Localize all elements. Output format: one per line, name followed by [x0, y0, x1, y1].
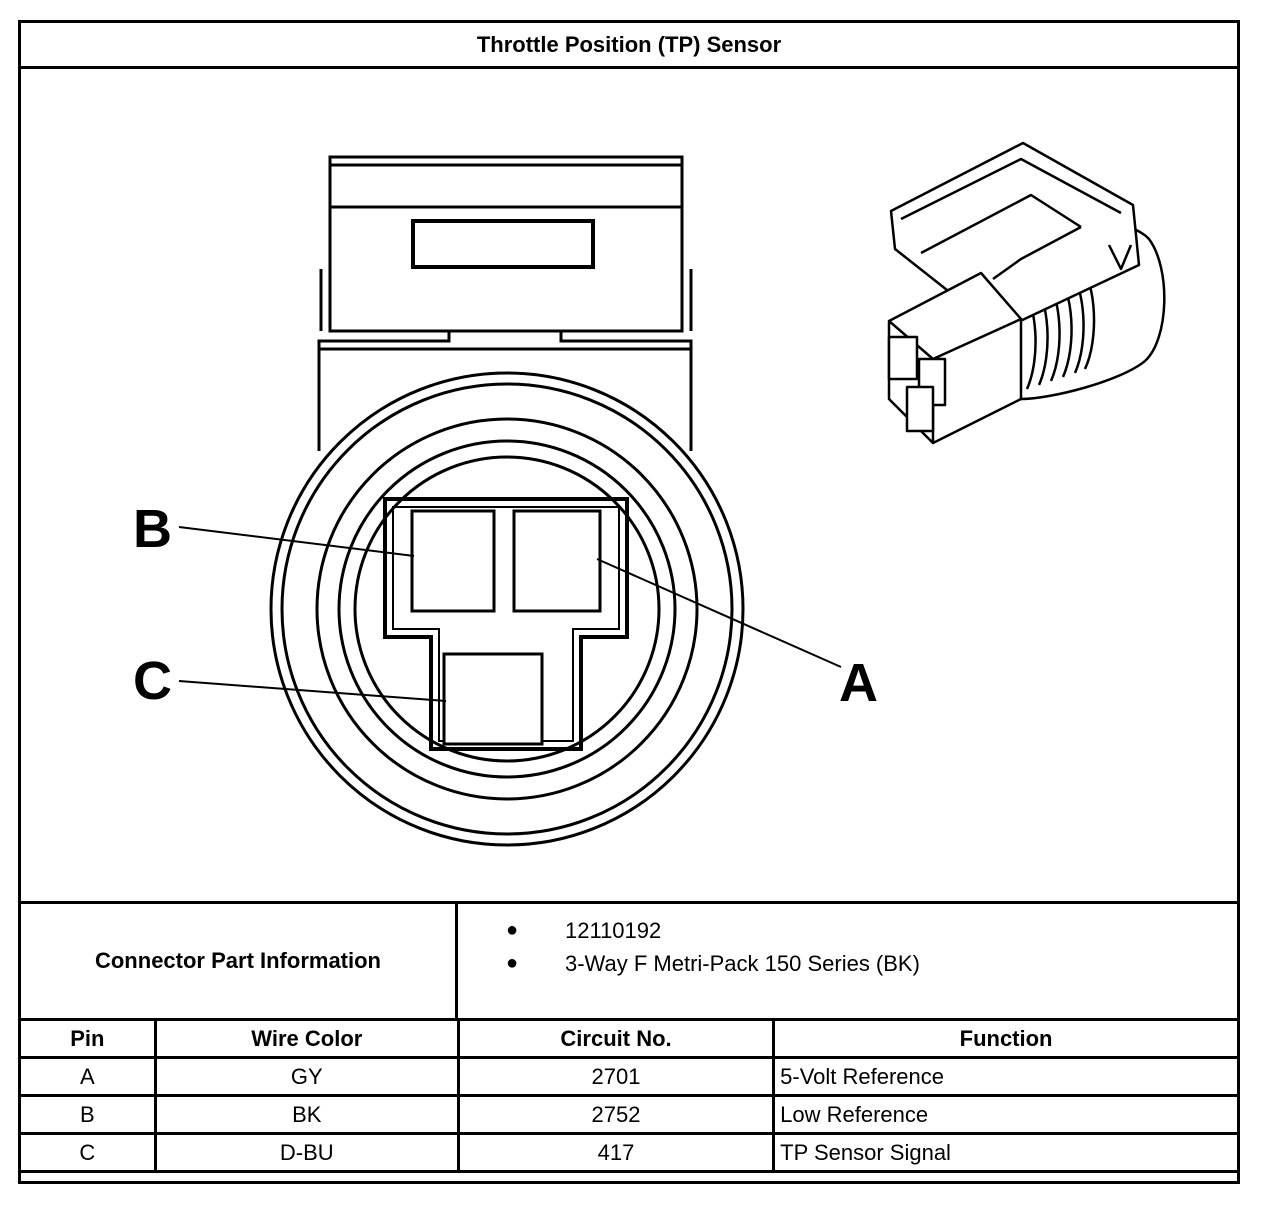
pin-cell: B — [18, 1094, 157, 1135]
callout-c: C — [133, 651, 172, 711]
cavity-a — [512, 509, 602, 613]
wire-color-cell: D-BU — [153, 1132, 460, 1173]
wire-color-cell: GY — [153, 1056, 460, 1097]
callout-b: B — [133, 499, 172, 559]
circuit-no-cell: 2752 — [456, 1094, 776, 1135]
header-function: Function — [772, 1018, 1240, 1059]
cavity-b — [410, 509, 496, 613]
table-row: B BK 2752 Low Reference — [18, 1094, 1240, 1135]
callout-a: A — [839, 653, 878, 713]
wire-color-cell: BK — [153, 1094, 460, 1135]
function-cell: Low Reference — [772, 1094, 1240, 1135]
pinout-table: Pin Wire Color Circuit No. Function A GY… — [18, 1018, 1240, 1173]
pin-cell: A — [18, 1056, 157, 1097]
connector-figure-frame: Throttle Position (TP) Sensor — [18, 20, 1240, 1184]
header-wire-color: Wire Color — [153, 1018, 460, 1059]
connector-part-information-label: Connector Part Information — [21, 904, 458, 1018]
cavity-c — [442, 652, 544, 746]
connector-diagram: B C A — [21, 69, 1237, 901]
list-item: ● 3-Way F Metri-Pack 150 Series (BK) — [461, 947, 1221, 980]
pin-cell: C — [18, 1132, 157, 1173]
bullet-icon: ● — [505, 952, 519, 974]
figure-title: Throttle Position (TP) Sensor — [21, 23, 1237, 69]
part-number: 12110192 — [565, 917, 662, 943]
table-row: C D-BU 417 TP Sensor Signal — [18, 1132, 1240, 1173]
bullet-icon: ● — [505, 919, 519, 941]
connector-face-view: B C A — [133, 141, 1166, 847]
circuit-no-cell: 417 — [456, 1132, 776, 1173]
circuit-no-cell: 2701 — [456, 1056, 776, 1097]
connector-part-information-row: Connector Part Information ● 12110192 ● … — [21, 901, 1237, 1018]
table-row: A GY 2701 5-Volt Reference — [18, 1056, 1240, 1097]
connector-part-list: ● 12110192 ● 3-Way F Metri-Pack 150 Seri… — [461, 914, 1221, 980]
connector-isometric-icon — [887, 141, 1166, 445]
header-pin: Pin — [18, 1018, 157, 1059]
function-cell: 5-Volt Reference — [772, 1056, 1240, 1097]
header-circuit-no: Circuit No. — [456, 1018, 776, 1059]
connector-description: 3-Way F Metri-Pack 150 Series (BK) — [565, 950, 920, 976]
table-header-row: Pin Wire Color Circuit No. Function — [18, 1018, 1240, 1059]
list-item: ● 12110192 — [461, 914, 1221, 947]
function-cell: TP Sensor Signal — [772, 1132, 1240, 1173]
